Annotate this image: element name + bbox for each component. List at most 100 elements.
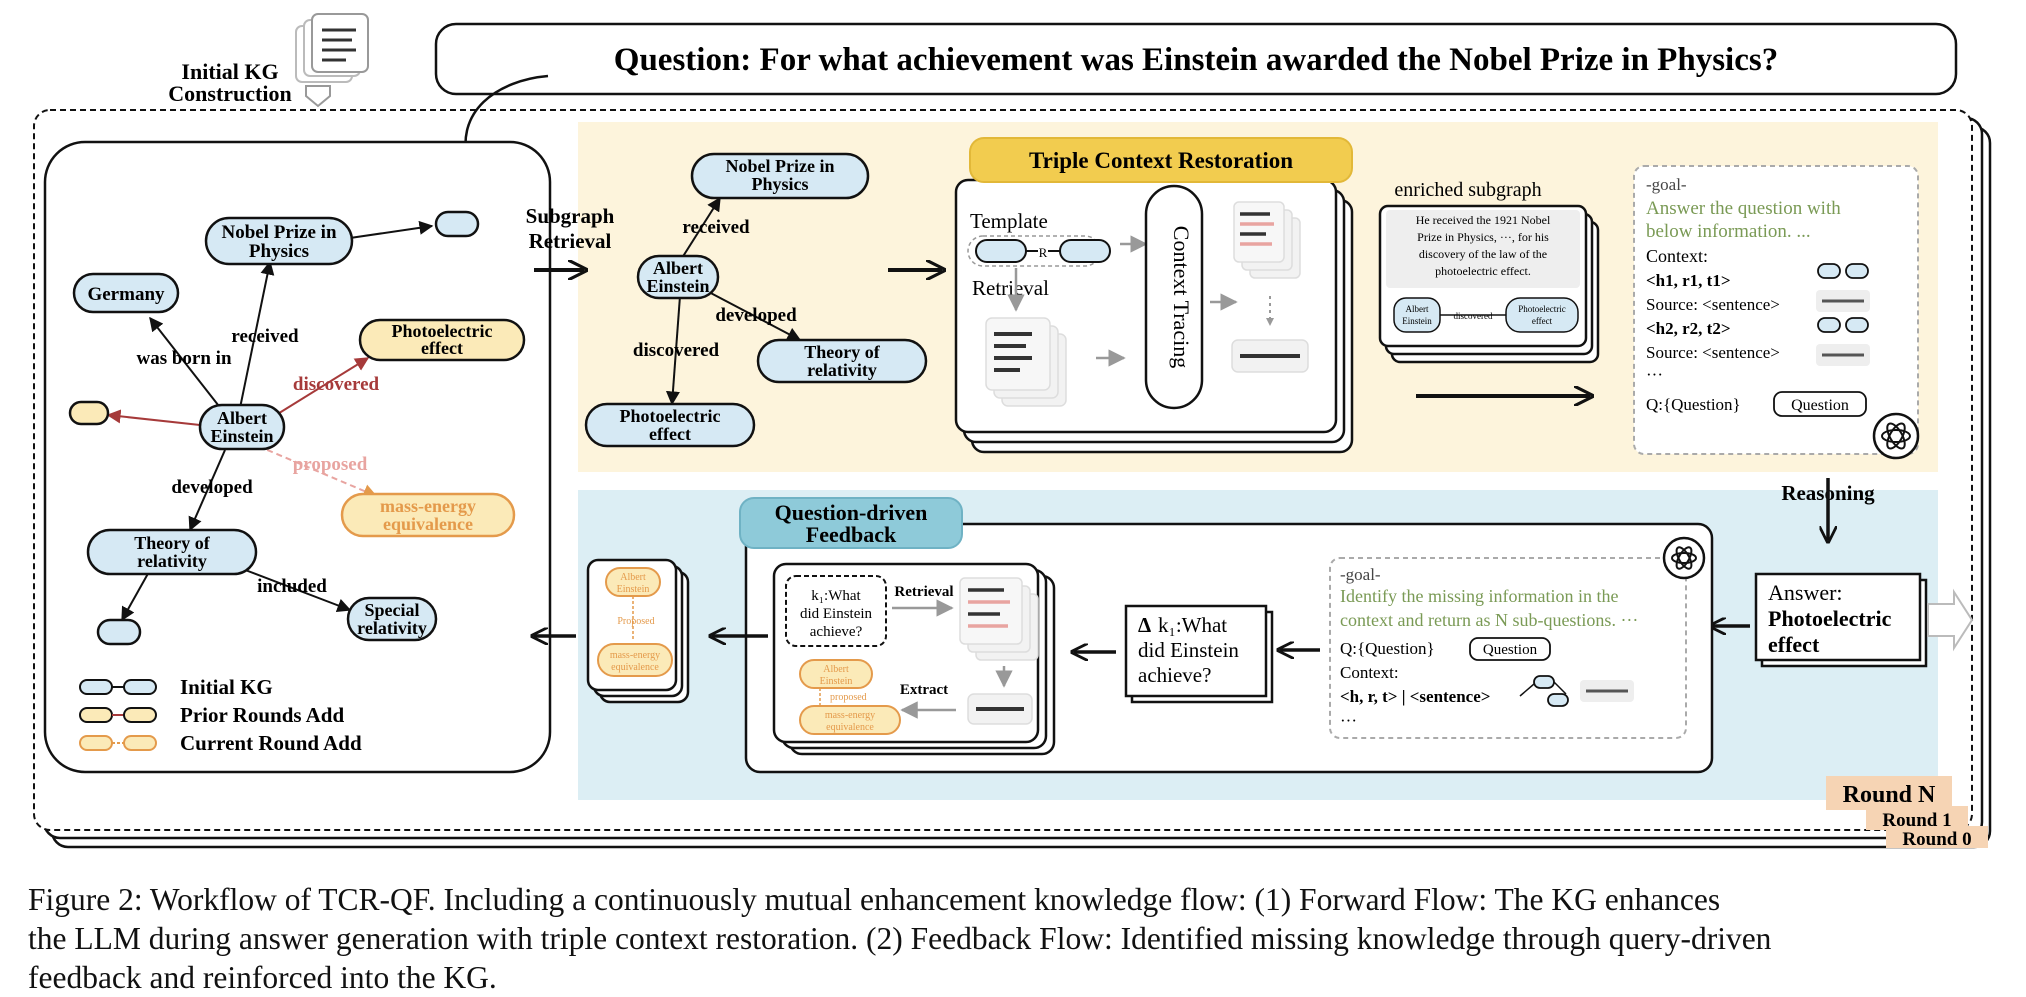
answer-label: Answer: (1768, 580, 1843, 605)
node-theory-of-relativity: Theory of relativity (86, 528, 258, 576)
svg-text:Einstein: Einstein (646, 276, 709, 296)
delta-icon: Δ (1138, 613, 1151, 637)
svg-text:effect: effect (649, 424, 691, 444)
round-one-label: Round 1 (1882, 810, 1951, 831)
svg-text:Physics: Physics (751, 174, 808, 194)
node-mass-energy-current: mass-energy equivalence (340, 492, 516, 538)
tcr-retrieval-label: Retrieval (972, 276, 1049, 300)
enriched-subgraph-label: enriched subgraph (1394, 179, 1541, 201)
svg-text:R: R (1039, 245, 1048, 260)
tcr-template-label: Template (970, 209, 1048, 233)
ret-node-photoelectric: Photoelectric effect (584, 402, 756, 448)
svg-text:Theory of: Theory of (804, 342, 880, 362)
svg-text:effect: effect (1532, 316, 1553, 326)
answer-value-line1: Photoelectric (1768, 606, 1892, 631)
svg-text:relativity: relativity (357, 618, 427, 638)
legend-prior-rounds: Prior Rounds Add (180, 703, 344, 727)
prompt2-triple: <h, r, t> | <sentence> (1340, 687, 1490, 706)
svg-text:did Einstein: did Einstein (800, 606, 873, 622)
prompt2-goal: -goal- (1340, 565, 1381, 584)
prompt1-source1: Source: <sentence> (1646, 295, 1780, 314)
prompt2-question-chip-label: Question (1483, 642, 1538, 658)
prompt1-triple2: <h2, r2, t2> (1646, 319, 1731, 338)
qf-title-line1: Question-driven (775, 500, 928, 525)
tcr-sentence-docs-icon (1233, 201, 1301, 279)
subgraph-retrieval-line2: Retrieval (529, 229, 612, 253)
edge-developed: developed (171, 477, 253, 498)
tcr-qf-diagram: Round 0 Round 1 Round N Initial KG Const… (33, 13, 1992, 850)
initial-kg-label-line1: Initial KG (181, 59, 278, 84)
answer-value-line2: effect (1768, 632, 1820, 657)
svg-text:Nobel Prize in: Nobel Prize in (726, 156, 835, 176)
ret-node-einstein: Albert Einstein (636, 254, 720, 300)
prompt1-instruction-line1: Answer the question with (1646, 198, 1841, 219)
edge-was-born-in: was born in (136, 348, 231, 369)
kg-edges (106, 220, 434, 622)
svg-text:effect: effect (421, 338, 463, 358)
output-arrow-shape (1927, 588, 1974, 652)
svg-text:Special: Special (364, 600, 419, 620)
svg-text:Photoelectric: Photoelectric (620, 406, 721, 426)
prompt1-question-chip (1773, 391, 1867, 417)
node-empty-bottom (96, 618, 142, 646)
qf-extract-label: Extract (900, 682, 948, 698)
prompt1-instruction-line2: below information. ... (1646, 221, 1811, 242)
initial-kg-label-line2: Construction (168, 81, 291, 106)
node-einstein: Albert Einstein (198, 403, 286, 451)
llm-logo-icon-2 (1662, 536, 1706, 580)
svg-text:Proposed: Proposed (617, 616, 654, 627)
svg-text:discovery of the law of the: discovery of the law of the (1419, 247, 1547, 261)
legend-current-round: Current Round Add (180, 731, 362, 755)
edge-received: received (231, 326, 299, 347)
svg-text:photoelectric effect.: photoelectric effect. (1435, 264, 1531, 278)
node-empty-left-prior (68, 400, 110, 426)
llm-logo-icon (1872, 412, 1920, 460)
svg-text:Einstein: Einstein (1402, 316, 1432, 326)
svg-text:equivalence: equivalence (611, 662, 659, 673)
retrieved-subgraph: received developed discovered Nobel Priz… (584, 152, 928, 448)
round-zero-tag: Round 0 (1886, 826, 1988, 850)
subq-line1: k₁:What (1158, 613, 1227, 637)
node-photoelectric-prior: Photoelectric effect (358, 318, 526, 362)
svg-text:proposed: proposed (830, 692, 867, 703)
edge-proposed: proposed (293, 454, 368, 475)
prompt1-q: Q:{Question} (1646, 395, 1741, 414)
prompt1-triple1: <h1, r1, t1> (1646, 271, 1731, 290)
prompt1-dots: ··· (1646, 365, 1663, 384)
node-germany: Germany (72, 272, 180, 314)
tcr-dots-arrowhead (1266, 318, 1274, 326)
enriched-subgraph-card: He received the 1921 Nobel Prize in Phys… (1378, 204, 1600, 364)
ret-node-theory: Theory of relativity (756, 338, 928, 384)
kg-legend: Initial KG Prior Rounds Add Current Roun… (79, 675, 362, 755)
prompt2-question-chip (1469, 637, 1551, 661)
svg-text:Germany: Germany (87, 284, 165, 305)
svg-text:mass-energy: mass-energy (825, 710, 875, 721)
qf-retrieval-label: Retrieval (894, 584, 953, 600)
svg-text:k₁:What: k₁:What (811, 588, 861, 604)
svg-text:Albert: Albert (217, 408, 267, 428)
caption-line3: feedback and reinforced into the KG. (28, 960, 497, 995)
subq-line3: achieve? (1138, 663, 1211, 687)
svg-text:Photoelectric: Photoelectric (392, 321, 493, 341)
edge-discovered: discovered (293, 374, 380, 395)
prompt1-question-chip-label: Question (1791, 397, 1849, 414)
svg-text:mass-energy: mass-energy (610, 650, 660, 661)
qf-new-triple: Albert Einstein proposed mass-energy equ… (799, 659, 901, 735)
round-zero-label: Round 0 (1902, 829, 1971, 850)
svg-text:equivalence: equivalence (383, 514, 473, 534)
prompt2-dots: ··· (1340, 711, 1357, 730)
node-special-relativity: Special relativity (346, 596, 438, 642)
svg-text:relativity: relativity (137, 551, 207, 571)
svg-text:discovered: discovered (1454, 311, 1493, 321)
prompt1-source2: Source: <sentence> (1646, 343, 1780, 362)
qf-title-line2: Feedback (806, 522, 897, 547)
question-text: Question: For what achievement was Einst… (614, 42, 1778, 78)
prompt2-context: Context: (1340, 663, 1399, 682)
sub-question-box: Δ k₁:What did Einstein achieve? (1124, 604, 1274, 704)
svg-text:Einstein: Einstein (617, 584, 650, 595)
qf-extract-output (967, 693, 1033, 725)
svg-text:relativity: relativity (807, 360, 877, 380)
qf-subq-box: k₁:What did Einstein achieve? (785, 575, 887, 647)
svg-text:Nobel Prize in: Nobel Prize in (221, 222, 336, 243)
round-n-label: Round N (1843, 782, 1936, 808)
